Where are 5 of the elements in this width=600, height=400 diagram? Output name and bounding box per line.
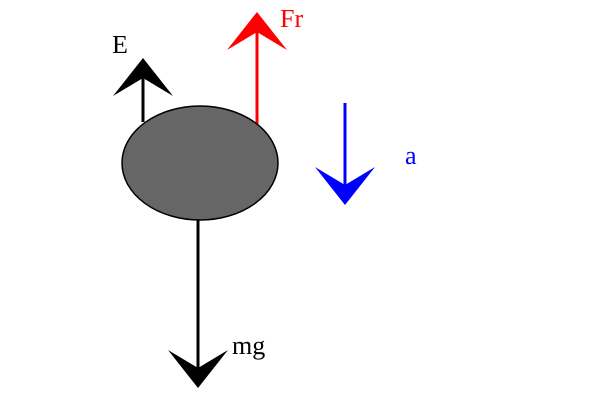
ball — [121, 105, 279, 221]
force-label: a — [405, 143, 417, 169]
force-label: E — [112, 32, 128, 58]
force-label: Fr — [280, 6, 304, 32]
force-label: mg — [232, 333, 266, 359]
